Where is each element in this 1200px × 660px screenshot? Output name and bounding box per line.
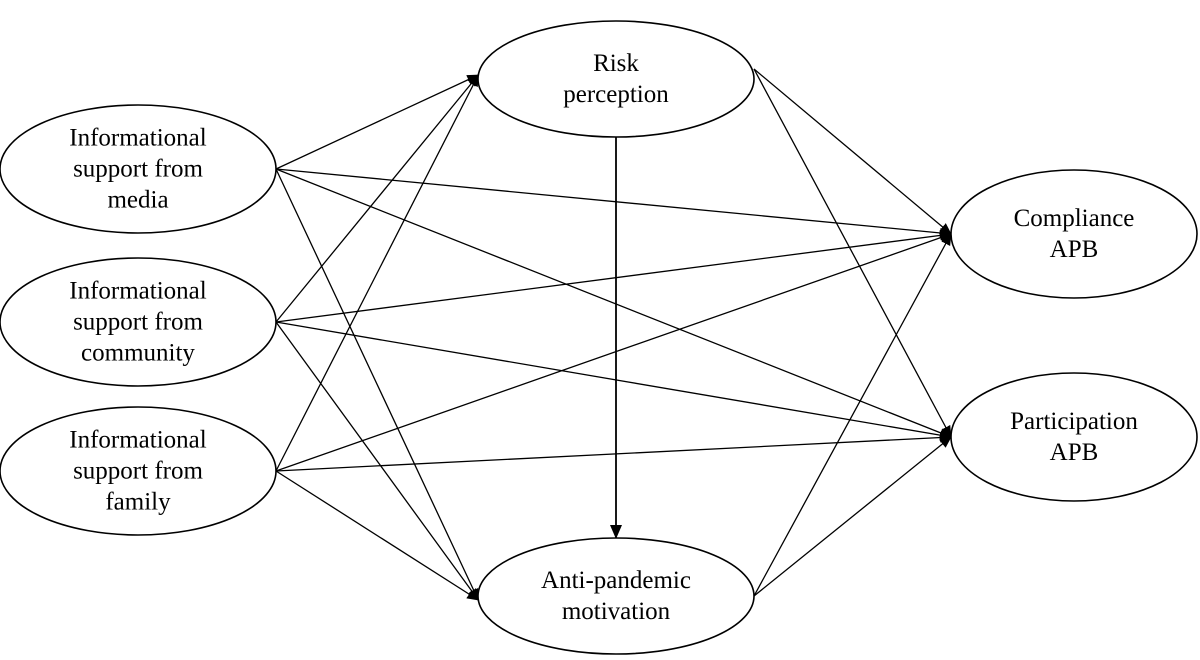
edge-family-to-risk [275,74,479,472]
node-media-label-line: media [107,187,168,214]
node-community-ellipse [0,257,277,387]
node-motivation-ellipse [477,537,755,655]
node-participation-label-line: APB [1050,439,1099,466]
edge-family-to-participation [275,432,952,472]
node-community-label-line: Informational [69,278,207,305]
node-family-label-line: family [105,489,171,516]
edge-media-to-risk [275,74,480,170]
edge-media-to-participation [275,168,952,438]
node-media-ellipse [0,104,277,234]
node-risk-ellipse [477,20,755,138]
edge-community-to-participation [275,321,952,441]
node-community-label-line: community [81,340,195,367]
node-media-label-line: support from [73,156,203,183]
node-community: Informational support from community [0,257,277,387]
node-media-label-line: Informational [69,125,207,152]
edge-community-to-compliance [275,230,952,323]
node-risk-label-line: Risk [593,50,639,77]
node-risk-label-line: perception [563,81,669,108]
edge-risk-to-participation [753,68,952,438]
edge-risk-to-compliance [753,68,952,235]
edge-family-to-motivation [275,470,480,601]
node-media: Informational support from media [0,104,277,234]
node-motivation-label-line: motivation [562,598,671,625]
node-family-ellipse [0,406,277,536]
node-family-label-line: support from [73,458,203,485]
edge-motivation-to-compliance [753,233,952,597]
node-compliance-label-line: APB [1050,236,1099,263]
edge-media-to-motivation [275,168,479,601]
node-participation-label-line: Participation [1010,408,1138,435]
node-compliance-ellipse [950,169,1198,299]
node-motivation-label-line: Anti-pandemic [541,567,691,594]
edge-community-to-risk [275,74,479,323]
node-risk: Risk perception [477,20,755,138]
edges-layer [275,68,952,601]
edge-motivation-to-participation [753,436,952,597]
edge-community-to-motivation [275,321,479,601]
node-compliance-label-line: Compliance [1014,205,1135,232]
node-community-label-line: support from [73,309,203,336]
node-participation-ellipse [950,372,1198,502]
edge-media-to-compliance [275,168,952,238]
node-family-label-line: Informational [69,427,207,454]
edge-family-to-compliance [275,232,952,472]
node-motivation: Anti-pandemic motivation [477,537,755,655]
node-family: Informational support from family [0,406,277,536]
